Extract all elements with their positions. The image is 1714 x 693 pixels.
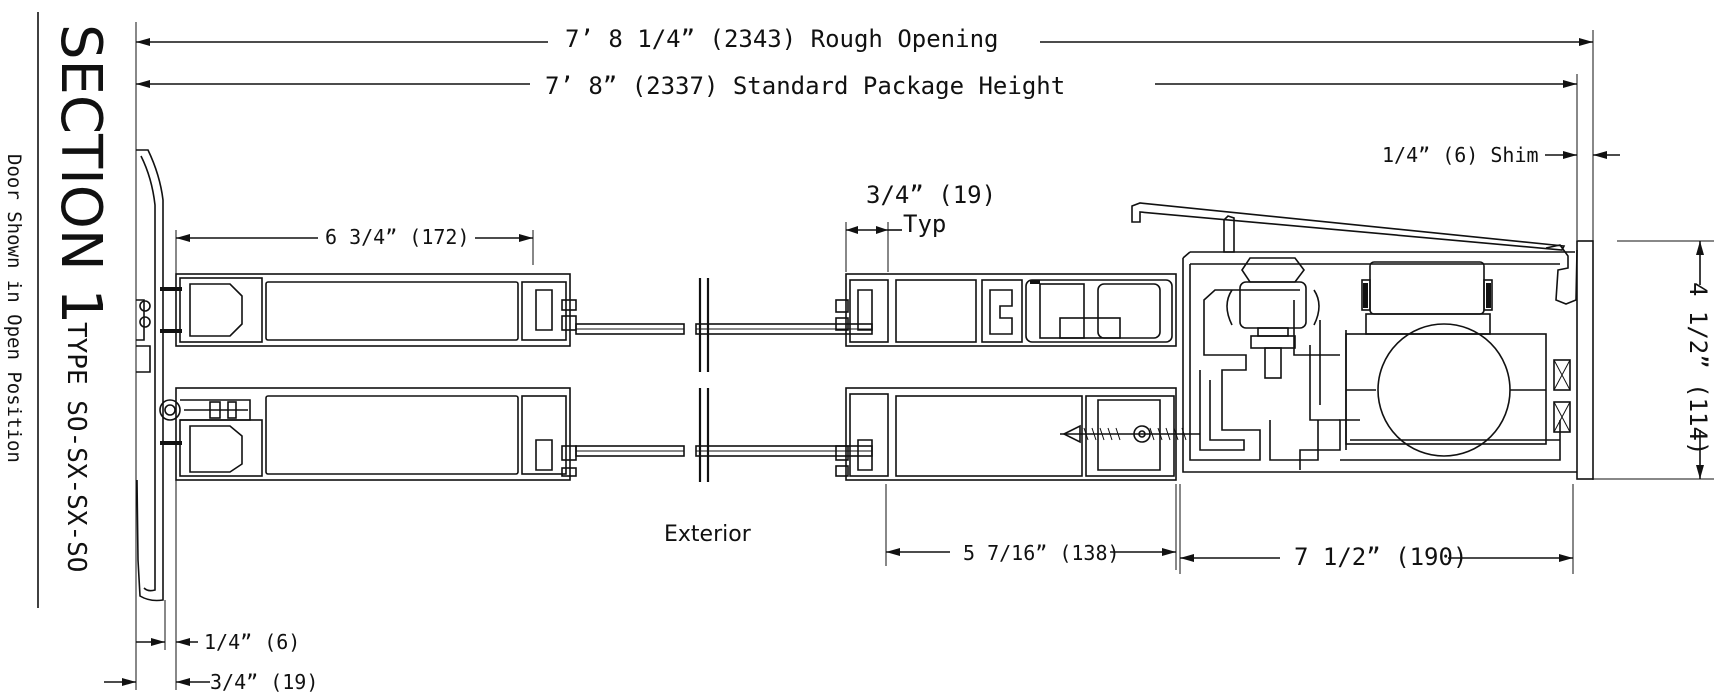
lower-left-stile — [160, 387, 577, 481]
bottom-left-depth-text: 5 7/16” (138) — [963, 541, 1120, 565]
upper-right-stile — [835, 273, 1177, 347]
motor-assembly — [1345, 261, 1571, 457]
door-type-label: TYPE SO-SX-SX-SO — [61, 322, 91, 572]
package-height-dimension: 7’ 8” (2337) Standard Package Height — [136, 72, 1578, 240]
package-height-text: 7’ 8” (2337) Standard Package Height — [545, 72, 1065, 100]
typ-value-text: 3/4” (19) — [866, 181, 996, 209]
upper-glass — [575, 278, 873, 372]
shim-text: 1/4” (6) Shim — [1382, 143, 1539, 167]
panel-width-text: 6 3/4” (172) — [325, 225, 470, 249]
gap-small-text: 1/4” (6) — [204, 630, 300, 654]
typ-dimension: 3/4” (19) Typ — [845, 181, 996, 272]
gap-small-dimension: 1/4” (6) — [136, 480, 300, 690]
overall-depth-dimension: 4 1/2” (114) — [1590, 240, 1714, 480]
gap-large-dimension: 3/4” (19) — [104, 670, 318, 693]
jamb-profile — [136, 149, 181, 602]
lower-glass — [575, 388, 873, 482]
header-cover — [1131, 202, 1594, 480]
door-position-note: Door Shown in Open Position — [3, 154, 25, 463]
section-title: SECTION 1 — [48, 24, 113, 324]
shim-dimension: 1/4” (6) Shim — [1382, 143, 1620, 167]
roller-assembly — [1226, 257, 1320, 379]
rough-opening-text: 7’ 8 1/4” (2343) Rough Opening — [565, 25, 998, 53]
rough-opening-dimension: 7’ 8 1/4” (2343) Rough Opening — [135, 22, 1594, 690]
typ-suffix-text: Typ — [903, 210, 946, 238]
panel-width-dimension: 6 3/4” (172) — [175, 225, 534, 278]
lower-right-stile — [835, 387, 1200, 481]
bottom-left-depth-dimension: 5 7/16” (138) — [885, 484, 1177, 570]
bottom-right-depth-dimension: 7 1/2” (190) — [1179, 484, 1574, 574]
upper-left-stile — [160, 273, 577, 347]
overall-depth-text: 4 1/2” (114) — [1684, 282, 1712, 455]
bottom-right-depth-text: 7 1/2” (190) — [1294, 543, 1467, 571]
exterior-label: Exterior — [664, 522, 752, 547]
gap-large-text: 3/4” (19) — [210, 670, 318, 693]
track-profile — [1189, 264, 1561, 470]
